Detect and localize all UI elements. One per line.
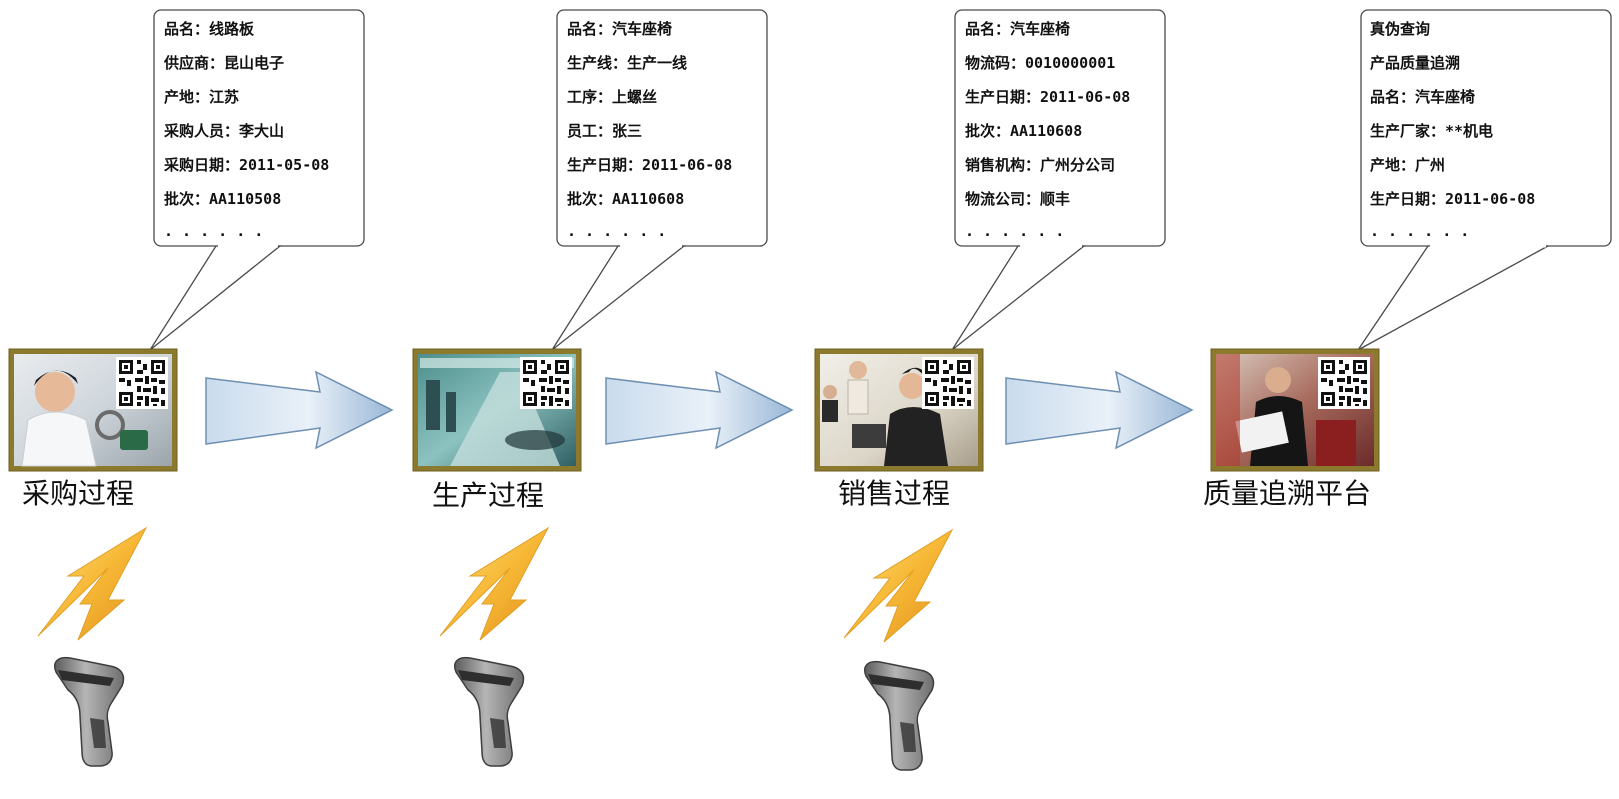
callout-line: 供应商：昆山电子: [163, 54, 284, 72]
callout-procurement: 品名：线路板 供应商：昆山电子 产地：江苏 采购人员：李大山 采购日期：2011…: [149, 9, 365, 351]
callout-line: 销售机构：广州分公司: [965, 156, 1115, 174]
callout-line: 批次：AA110608: [567, 190, 684, 208]
lightning-bolt-icon: [843, 529, 953, 643]
callout-line: 真伪查询: [1370, 20, 1430, 38]
flow-arrow-3: [1005, 370, 1194, 450]
callout-line: 物流码：0010000001: [965, 54, 1115, 72]
barcode-scanner-icon: [864, 660, 935, 771]
callout-sales: 品名：汽车座椅 物流码：0010000001 生产日期：2011-06-08 批…: [951, 9, 1166, 351]
right-arrow-icon: [1005, 370, 1194, 450]
callout-line: 物流公司：顺丰: [965, 190, 1070, 208]
qr-code-icon: [520, 357, 572, 409]
barcode-scanner-icon: [454, 656, 525, 767]
callout-line: 批次：AA110608: [965, 122, 1082, 140]
callout-ellipsis: · · · · · ·: [164, 226, 263, 244]
callout-line: 采购人员：李大山: [163, 122, 284, 140]
qr-code-icon: [1318, 357, 1370, 409]
callout-line: 产地：江苏: [164, 88, 239, 106]
lightning-bolt-icon: [37, 527, 147, 641]
callout-production: 品名：汽车座椅 生产线：生产一线 工序：上螺丝 员工：张三 生产日期：2011-…: [551, 9, 768, 351]
sales-office-photo: [814, 348, 984, 472]
qr-code-icon: [116, 357, 168, 409]
production-line-photo: [412, 348, 582, 472]
callout-line: 品名：汽车座椅: [965, 20, 1070, 38]
callout-line: 员工：张三: [567, 122, 642, 140]
callout-line: 生产日期：2011-06-08: [965, 88, 1130, 106]
callout-ellipsis: · · · · · ·: [965, 226, 1064, 244]
callout-line: 产地：广州: [1370, 156, 1445, 174]
callout-line: 品名：汽车座椅: [1370, 88, 1475, 106]
step-label-procurement: 采购过程: [22, 477, 134, 510]
callout-line: 生产厂家：**机电: [1370, 122, 1493, 140]
right-arrow-icon: [605, 370, 794, 450]
lightning-bolt-icon: [439, 527, 549, 641]
step-label-quality-platform: 质量追溯平台: [1203, 477, 1371, 510]
callout-quality-platform: 真伪查询 产品质量追溯 品名：汽车座椅 生产厂家：**机电 产地：广州 生产日期…: [1357, 9, 1612, 351]
callout-ellipsis: · · · · · ·: [567, 226, 666, 244]
procurement-photo: [8, 348, 178, 472]
callout-line: 采购日期：2011-05-08: [163, 156, 329, 174]
flow-arrow-2: [605, 370, 794, 450]
callout-line: 批次：AA110508: [164, 190, 281, 208]
callout-line: 品名：线路板: [164, 20, 255, 38]
quality-platform-photo: [1210, 348, 1380, 472]
qr-code-icon: [922, 357, 974, 409]
callout-line: 产品质量追溯: [1370, 54, 1460, 72]
flow-arrow-1: [205, 370, 394, 450]
callout-line: 生产线：生产一线: [567, 54, 687, 72]
barcode-scanner-icon: [54, 656, 125, 767]
callout-line: 品名：汽车座椅: [567, 20, 672, 38]
step-label-production: 生产过程: [432, 479, 544, 512]
callout-line: 工序：上螺丝: [567, 88, 657, 106]
callout-ellipsis: · · · · · ·: [1370, 226, 1469, 244]
callout-line: 生产日期：2011-06-08: [567, 156, 732, 174]
callout-line: 生产日期：2011-06-08: [1370, 190, 1535, 208]
right-arrow-icon: [205, 370, 394, 450]
step-label-sales: 销售过程: [838, 477, 950, 510]
